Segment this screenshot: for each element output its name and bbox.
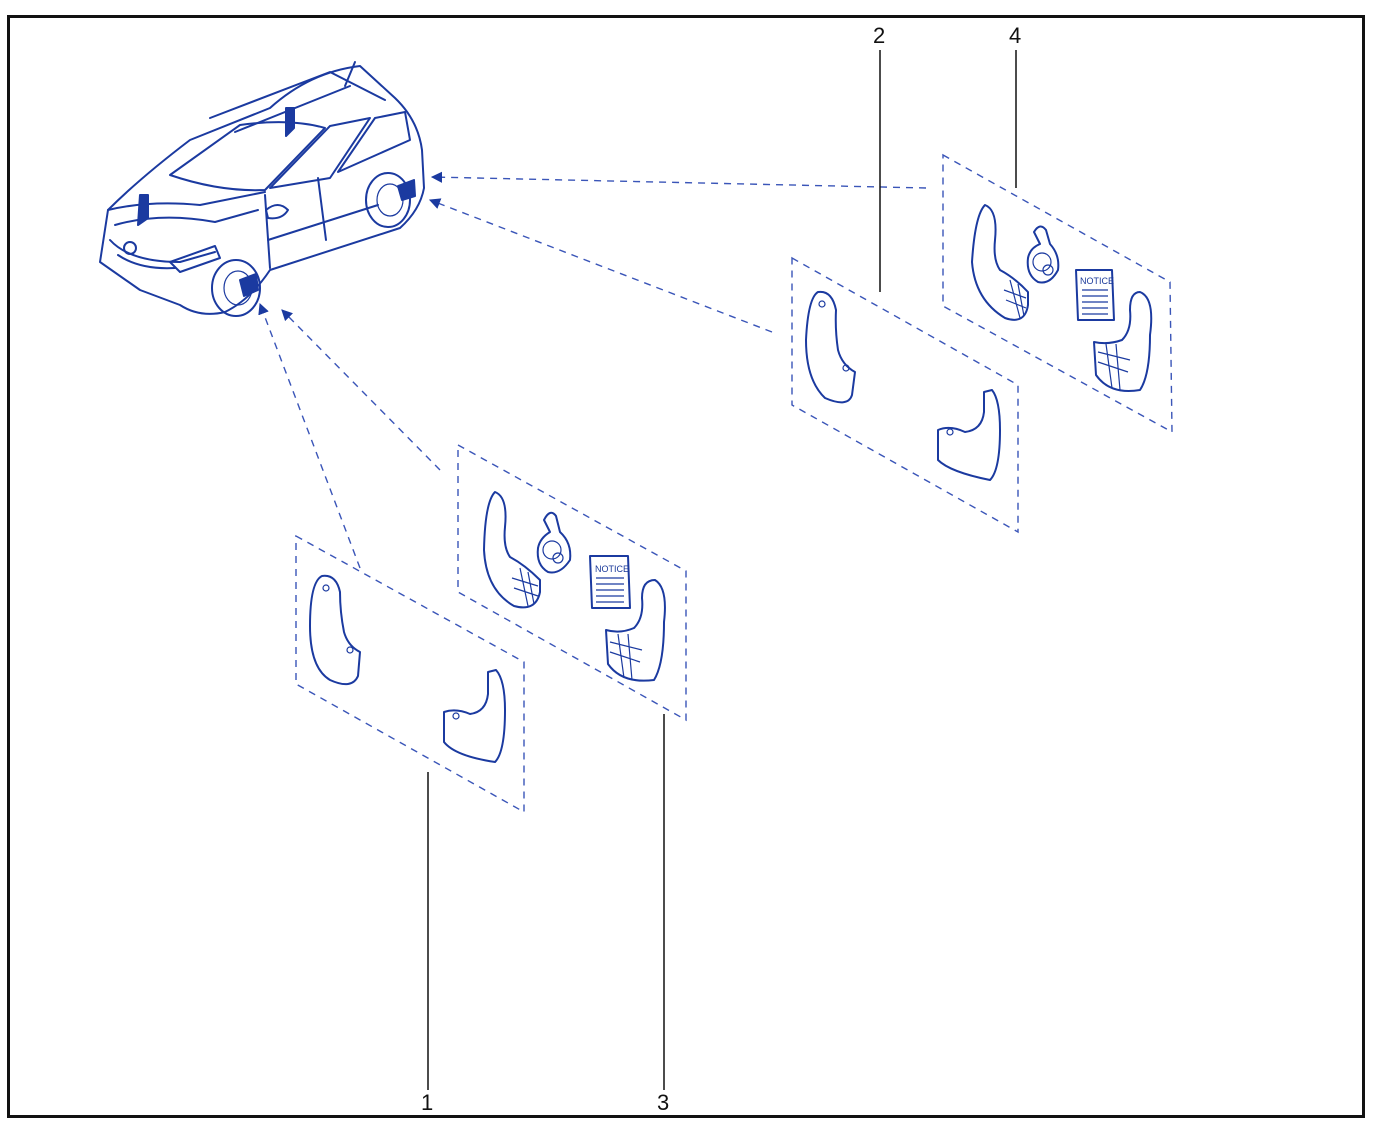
kit-2 — [791, 256, 1019, 534]
notice-label: NOTICE — [1080, 276, 1114, 286]
callout-2: 2 — [873, 23, 885, 48]
callouts: 2 4 1 3 — [421, 23, 1021, 1115]
callout-1: 1 — [421, 1090, 433, 1115]
kit-1 — [295, 534, 525, 814]
kit-3: NOTICE — [457, 443, 687, 722]
arrow-kit2-rear — [428, 198, 773, 333]
callout-3: 3 — [657, 1090, 669, 1115]
fastener-bag-icon — [1026, 225, 1060, 284]
notice-label: NOTICE — [595, 564, 629, 574]
notice-booklet-icon: NOTICE — [1075, 269, 1115, 321]
arrow-kit3-front — [281, 309, 441, 471]
fastener-bag-icon — [536, 511, 572, 574]
leader-arrows — [258, 171, 927, 569]
diagram-frame — [7, 15, 1365, 1118]
kit-4: NOTICE — [942, 153, 1173, 434]
arrow-kit1-front — [258, 302, 361, 569]
car-illustration — [99, 61, 425, 317]
notice-booklet-icon: NOTICE — [589, 555, 631, 609]
arrow-kit4-rear — [430, 171, 927, 189]
callout-4: 4 — [1009, 23, 1021, 48]
